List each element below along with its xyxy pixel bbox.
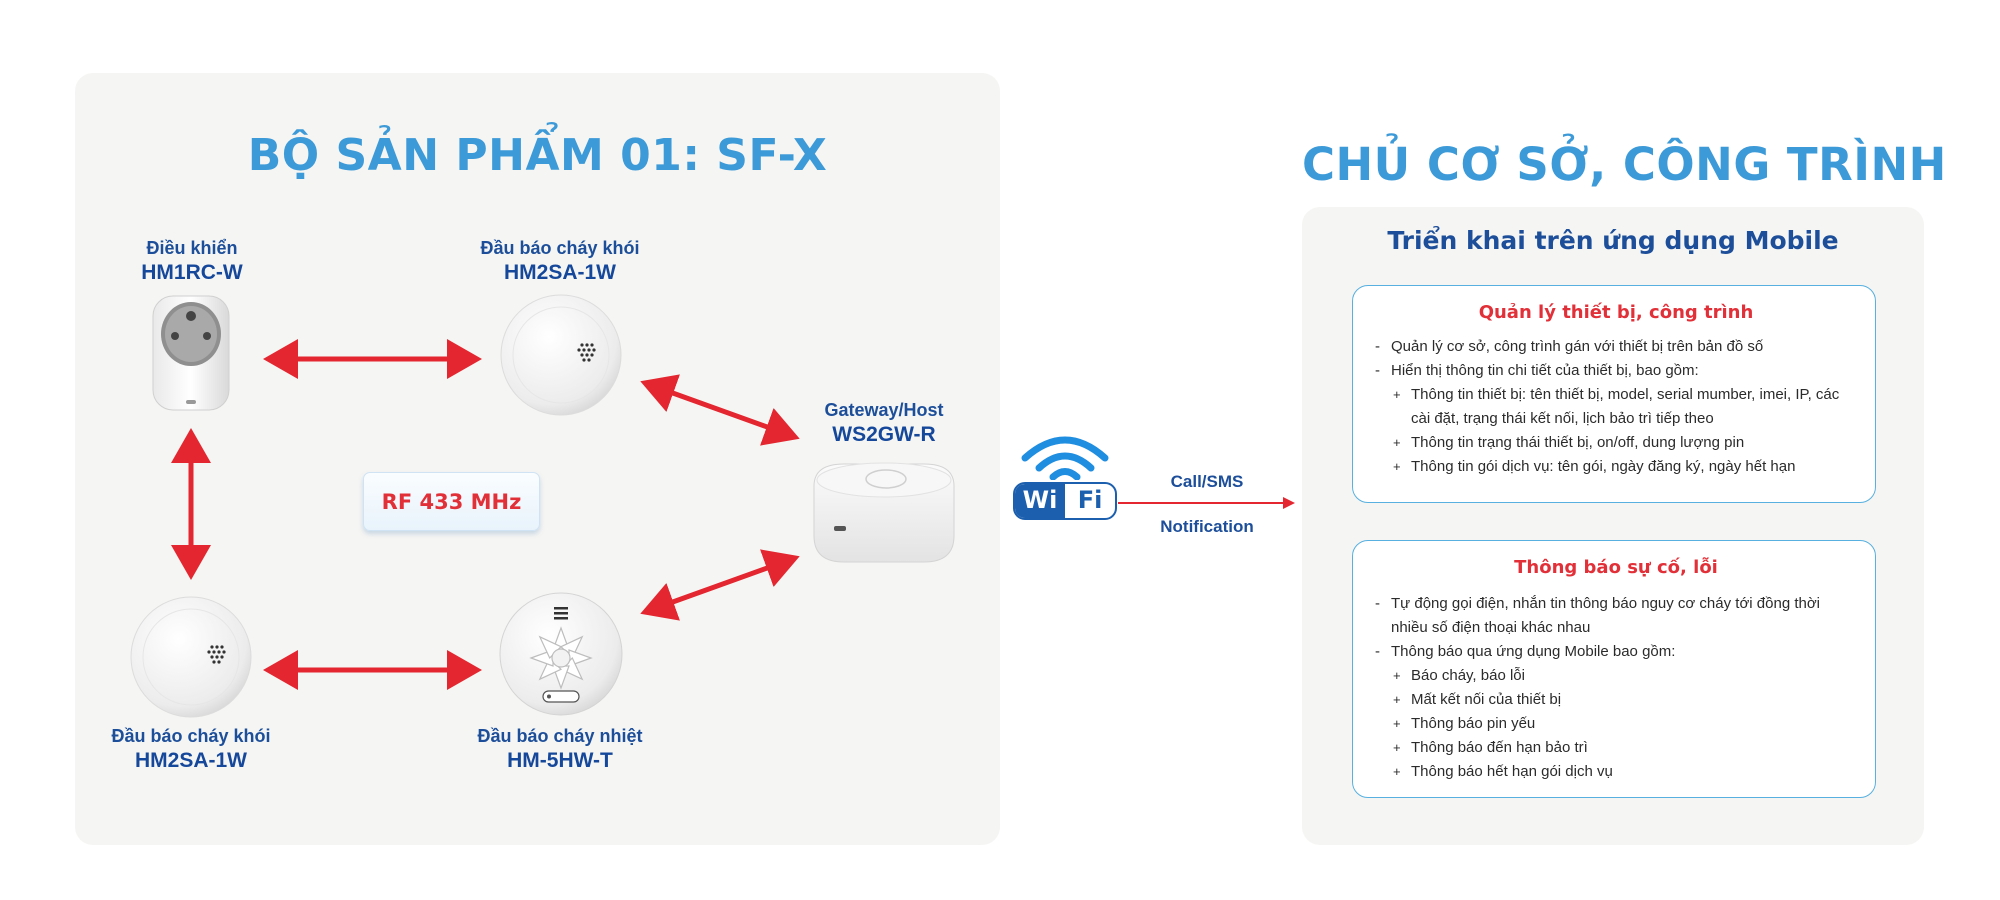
list-item: Thông tin gói dịch vụ: tên gói, ngày đăn… bbox=[1373, 455, 1859, 479]
incident-notification-list: Tự động gọi điện, nhắn tin thông báo ngu… bbox=[1373, 592, 1859, 784]
list-item: Thông báo pin yếu bbox=[1373, 712, 1859, 736]
smoke-detector-bottom-image bbox=[130, 596, 252, 718]
list-item: Thông tin thiết bị: tên thiết bị, model,… bbox=[1373, 383, 1859, 431]
remote-label: Điều khiển HM1RC-W bbox=[92, 238, 292, 285]
incident-notification-card: Thông báo sự cố, lỗi Tự động gọi điện, n… bbox=[1352, 540, 1876, 798]
gateway-name: Gateway/Host bbox=[824, 400, 944, 420]
smoke-detector-top-image bbox=[500, 294, 622, 416]
wifi-fi-text: Fi bbox=[1077, 486, 1103, 514]
smoke-top-model: HM2SA-1W bbox=[503, 261, 616, 284]
device-management-card: Quản lý thiết bị, công trình Quản lý cơ … bbox=[1352, 285, 1876, 503]
gateway-label: Gateway/Host WS2GW-R bbox=[784, 400, 984, 447]
smoke-bottom-model: HM2SA-1W bbox=[134, 749, 247, 772]
device-management-list: Quản lý cơ sở, công trình gán với thiết … bbox=[1373, 335, 1859, 479]
incident-notification-title: Thông báo sự cố, lỗi bbox=[1514, 557, 1718, 578]
heat-detector-image bbox=[499, 592, 623, 716]
remote-name: Điều khiển bbox=[146, 238, 238, 258]
link-label-notification: Notification bbox=[1160, 517, 1254, 536]
list-item: Hiển thị thông tin chi tiết của thiết bị… bbox=[1373, 359, 1859, 383]
remote-model: HM1RC-W bbox=[141, 261, 243, 284]
heat-name: Đầu báo cháy nhiệt bbox=[477, 726, 643, 746]
list-item: Thông báo hết hạn gói dịch vụ bbox=[1373, 760, 1859, 784]
smoke-top-label: Đầu báo cháy khói HM2SA-1W bbox=[460, 238, 660, 285]
list-item: Mất kết nối của thiết bị bbox=[1373, 688, 1859, 712]
list-item: Thông báo qua ứng dụng Mobile bao gồm: bbox=[1373, 640, 1859, 664]
link-label-call-sms: Call/SMS bbox=[1170, 472, 1244, 491]
list-item: Quản lý cơ sở, công trình gán với thiết … bbox=[1373, 335, 1859, 359]
list-item: Báo cháy, báo lỗi bbox=[1373, 664, 1859, 688]
remote-control-image bbox=[152, 295, 230, 411]
smoke-bottom-label: Đầu báo cháy khói HM2SA-1W bbox=[91, 726, 291, 773]
wifi-wi-text: Wi bbox=[1015, 484, 1065, 518]
mobile-app-heading: Triển khai trên ứng dụng Mobile bbox=[1387, 226, 1839, 255]
product-kit-panel bbox=[75, 73, 1000, 845]
owner-title: CHỦ CƠ SỞ, CÔNG TRÌNH bbox=[1302, 138, 1947, 191]
heat-label: Đầu báo cháy nhiệt HM-5HW-T bbox=[460, 726, 660, 773]
device-management-title: Quản lý thiết bị, công trình bbox=[1478, 302, 1754, 323]
rf-frequency-badge: RF 433 MHz bbox=[363, 472, 540, 531]
list-item: Thông báo đến hạn bảo trì bbox=[1373, 736, 1859, 760]
smoke-bottom-name: Đầu báo cháy khói bbox=[111, 726, 271, 746]
list-item: Tự động gọi điện, nhắn tin thông báo ngu… bbox=[1373, 592, 1859, 640]
product-kit-title: BỘ SẢN PHẨM 01: SF-X bbox=[247, 130, 828, 181]
gateway-model: WS2GW-R bbox=[832, 423, 936, 446]
heat-model: HM-5HW-T bbox=[507, 749, 613, 772]
gateway-image bbox=[813, 462, 955, 563]
smoke-top-name: Đầu báo cháy khói bbox=[480, 238, 640, 258]
wifi-signal-icon bbox=[1021, 436, 1109, 480]
list-item: Thông tin trạng thái thiết bị, on/off, d… bbox=[1373, 431, 1859, 455]
wifi-logo: Wi Fi bbox=[1013, 430, 1117, 522]
